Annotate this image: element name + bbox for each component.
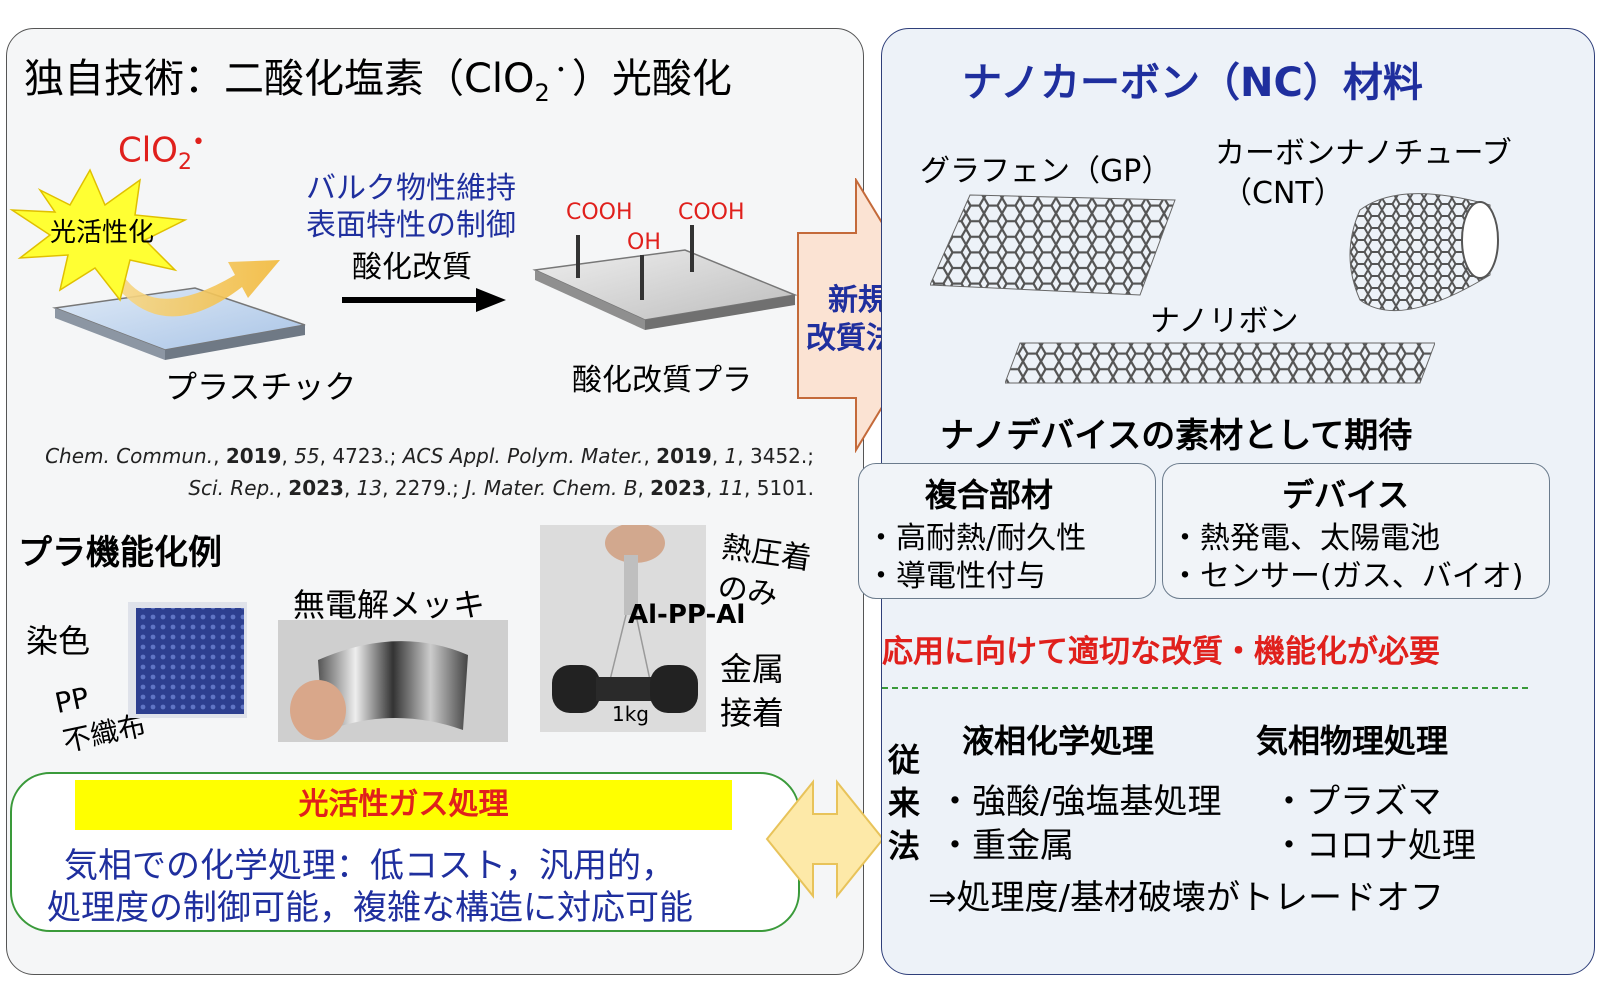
examples-heading: プラ機能化例	[18, 533, 222, 573]
cnt-label-2: （CNT）	[1222, 176, 1344, 211]
graphene-sheet-illustration	[930, 194, 1176, 296]
gas-treatment-line-1: 気相での化学処理：低コスト，汎用的，	[64, 846, 675, 886]
oh-label: OH	[627, 230, 661, 255]
right-title: ナノカーボン（NC）材料	[962, 60, 1423, 106]
maintain-bulk-label: バルク物性維持	[306, 171, 516, 206]
metal-label-1: 金属	[720, 650, 785, 688]
gas-physical-heading: 気相物理処理	[1256, 722, 1449, 760]
dashed-divider	[882, 687, 1528, 689]
device-box	[1162, 463, 1550, 599]
dyeing-label: 染色	[26, 622, 91, 660]
tradeoff-label: ⇒処理度/基材破壊がトレードオフ	[928, 878, 1444, 918]
clo2-label: ClO2•	[118, 130, 205, 176]
photoactivation-label: 光活性化	[50, 218, 155, 248]
conventional-char-3: 法	[888, 827, 921, 865]
liquid-item-1: ・強酸/強塩基処理	[938, 782, 1222, 822]
conventional-char-2: 来	[888, 784, 921, 822]
oxidation-mod-label: 酸化改質	[352, 250, 472, 285]
gas-physical-item-2: ・コロナ処理	[1272, 826, 1476, 866]
nanoribbon-illustration	[1005, 342, 1435, 384]
composite-item-2: ・導電性付与	[866, 559, 1046, 594]
citation-line-1: Chem. Commun., 2019, 55, 4723.; ACS Appl…	[45, 444, 814, 468]
composite-box	[858, 463, 1156, 599]
double-arrow-icon	[765, 779, 885, 899]
electroless-label: 無電解メッキ	[293, 586, 486, 624]
citation-line-2: Sci. Rep., 2023, 13, 2279.; J. Mater. Ch…	[188, 476, 814, 500]
oxidized-plastic-label: 酸化改質プラ	[572, 363, 752, 398]
graphene-label: グラフェン（GP）	[920, 154, 1172, 189]
curved-arrow-icon	[110, 260, 280, 317]
device-item-1: ・熱発電、太陽電池	[1170, 521, 1440, 556]
liquid-heading: 液相化学処理	[962, 722, 1155, 760]
light-burst-icon	[9, 168, 188, 302]
gas-treatment-heading: 光活性ガス処理	[75, 780, 732, 830]
plating-photo	[278, 620, 508, 742]
plastic-label: プラスチック	[165, 368, 357, 406]
device-item-2: ・センサー(ガス、バイオ)	[1170, 559, 1524, 594]
nanoribbon-label: ナノリボン	[1150, 304, 1299, 339]
oxidized-plate-illustration	[532, 225, 798, 330]
cooh-label-1: COOH	[566, 200, 633, 225]
metal-adhesion-photo	[540, 525, 706, 732]
metal-label-2: 接着	[720, 694, 785, 732]
liquid-item-2: ・重金属	[938, 826, 1074, 866]
photoactivation-illustration	[9, 168, 306, 360]
gas-treatment-line-2: 処理度の制御可能，複雑な構造に対応可能	[47, 888, 693, 928]
nanotube-illustration	[1349, 193, 1499, 312]
gas-physical-item-1: ・プラズマ	[1272, 782, 1442, 822]
device-heading: デバイス	[1282, 476, 1410, 514]
composite-heading: 複合部材	[925, 476, 1054, 514]
composite-item-1: ・高耐熱/耐久性	[866, 521, 1087, 556]
left-title: 独自技術：二酸化塩素（ClO2・）光酸化	[24, 56, 732, 107]
dyed-fabric-photo	[128, 602, 247, 718]
control-surface-label: 表面特性の制御	[306, 208, 516, 243]
conventional-char-1: 従	[888, 741, 921, 779]
cnt-label-1: カーボンナノチューブ	[1215, 136, 1512, 171]
thermo-label-2: のみ	[715, 569, 780, 613]
expectation-label: ナノデバイスの素材として期待	[940, 416, 1413, 456]
one-kg-label: 1kg	[612, 702, 650, 726]
al-pp-al-label: Al-PP-Al	[628, 600, 746, 630]
process-arrow-icon	[342, 288, 506, 312]
new-method-label-1: 新規	[828, 283, 888, 318]
cooh-label-2: COOH	[678, 200, 745, 225]
need-label: 応用に向けて適切な改質・機能化が必要	[882, 634, 1440, 670]
